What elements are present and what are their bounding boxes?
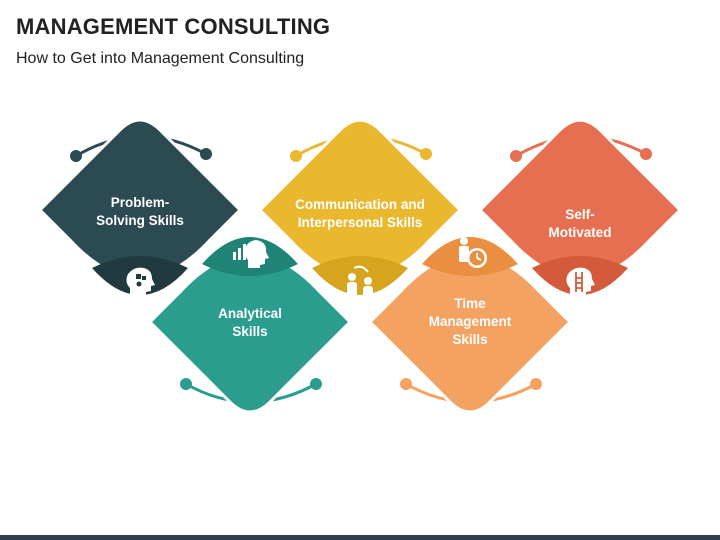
- label-problem-solving: Problem- Solving Skills: [96, 195, 184, 228]
- label-self-motivated: Self- Motivated: [548, 207, 612, 240]
- shape-communication: [257, 118, 463, 295]
- label-analytical: Analytical Skills: [218, 306, 282, 339]
- label-communication: Communication and Interpersonal Skills: [295, 197, 425, 230]
- page-title: MANAGEMENT CONSULTING: [16, 14, 331, 39]
- head-ladder-icon: [566, 267, 595, 296]
- head-chart-icon: [233, 240, 269, 268]
- people-communication-icon: [347, 265, 373, 298]
- page-subtitle: How to Get into Management Consulting: [16, 50, 305, 67]
- person-clock-icon: [459, 237, 487, 268]
- arc-self-motivated: [510, 135, 652, 162]
- label-time-management: Time Management Skills: [428, 296, 512, 347]
- head-puzzle-icon: [126, 267, 155, 296]
- footer-bar: [0, 535, 720, 540]
